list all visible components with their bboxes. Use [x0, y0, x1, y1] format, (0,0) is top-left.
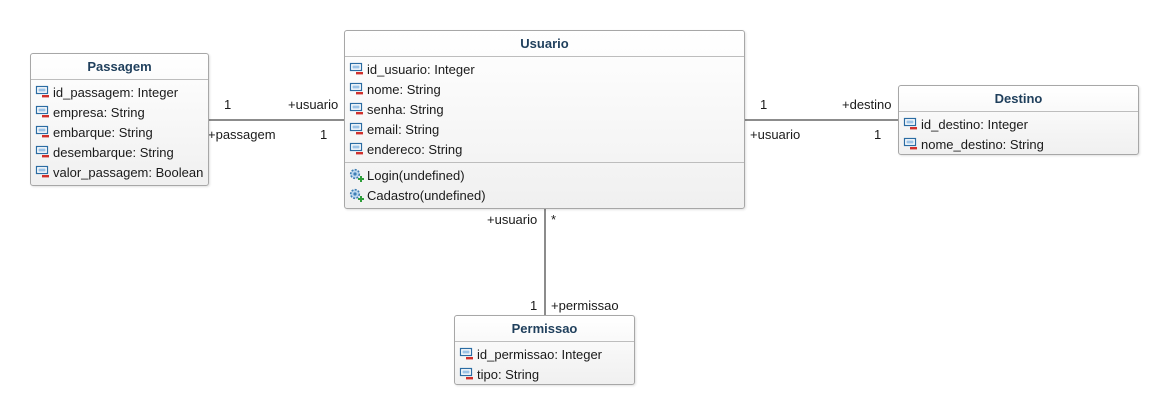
- class-box[interactable]: Usuario id_usuario: Integer nome: String s…: [344, 30, 745, 209]
- private-attribute-icon: [459, 347, 473, 360]
- operation-row[interactable]: Login(undefined): [345, 165, 744, 185]
- attribute-text: email: String: [367, 121, 440, 137]
- role-label: +usuario: [750, 127, 801, 142]
- class-box[interactable]: Permissao id_permissao: Integer tipo: Str…: [454, 315, 635, 385]
- attribute-text: id_passagem: Integer: [53, 84, 179, 100]
- attribute-text: embarque: String: [53, 124, 153, 140]
- private-attribute-icon: [459, 367, 473, 380]
- role-label: +destino: [842, 97, 892, 112]
- public-operation-icon: [349, 168, 364, 182]
- class-name: Destino: [899, 86, 1138, 112]
- attribute-text: empresa: String: [53, 104, 145, 120]
- attributes-compartment: id_destino: Integer nome_destino: String: [899, 112, 1138, 157]
- private-attribute-icon: [35, 105, 49, 118]
- attribute-text: endereco: String: [367, 141, 463, 157]
- attribute-text: nome: String: [367, 81, 441, 97]
- attribute-text: desembarque: String: [53, 144, 174, 160]
- attribute-row[interactable]: nome_destino: String: [899, 134, 1138, 154]
- class-name: Usuario: [345, 31, 744, 57]
- multiplicity-label: 1: [530, 298, 538, 313]
- role-label: +usuario: [487, 212, 538, 227]
- attribute-text: id_destino: Integer: [921, 116, 1028, 132]
- private-attribute-icon: [349, 62, 363, 75]
- private-attribute-icon: [349, 142, 363, 155]
- role-label: +permissao: [551, 298, 619, 313]
- attribute-row[interactable]: senha: String: [345, 99, 744, 119]
- private-attribute-icon: [349, 122, 363, 135]
- attribute-text: id_permissao: Integer: [477, 346, 603, 362]
- operation-row[interactable]: Cadastro(undefined): [345, 185, 744, 205]
- attribute-row[interactable]: id_passagem: Integer: [31, 82, 208, 102]
- role-label: +passagem: [208, 127, 276, 142]
- private-attribute-icon: [35, 165, 49, 178]
- attribute-text: id_usuario: Integer: [367, 61, 475, 77]
- private-attribute-icon: [903, 137, 917, 150]
- attribute-text: valor_passagem: Boolean: [53, 164, 204, 180]
- attribute-row[interactable]: embarque: String: [31, 122, 208, 142]
- private-attribute-icon: [903, 117, 917, 130]
- attribute-row[interactable]: nome: String: [345, 79, 744, 99]
- private-attribute-icon: [35, 125, 49, 138]
- attribute-text: tipo: String: [477, 366, 540, 382]
- private-attribute-icon: [349, 102, 363, 115]
- attribute-text: nome_destino: String: [921, 136, 1044, 152]
- attribute-text: senha: String: [367, 101, 444, 117]
- public-operation-icon: [349, 188, 364, 202]
- private-attribute-icon: [349, 82, 363, 95]
- attributes-compartment: id_passagem: Integer empresa: String embar…: [31, 80, 208, 185]
- attributes-compartment: id_permissao: Integer tipo: String: [455, 342, 634, 387]
- operations-compartment: Login(undefined) Cadastro(undefined): [345, 163, 744, 208]
- private-attribute-icon: [35, 145, 49, 158]
- attribute-row[interactable]: empresa: String: [31, 102, 208, 122]
- class-box[interactable]: Passagem id_passagem: Integer empresa: St…: [30, 53, 209, 186]
- attribute-row[interactable]: desembarque: String: [31, 142, 208, 162]
- role-label: +usuario: [288, 97, 339, 112]
- attribute-row[interactable]: email: String: [345, 119, 744, 139]
- multiplicity-label: 1: [224, 97, 232, 112]
- multiplicity-label: 1: [320, 127, 328, 142]
- attribute-row[interactable]: id_destino: Integer: [899, 114, 1138, 134]
- multiplicity-label: *: [551, 212, 557, 227]
- multiplicity-label: 1: [874, 127, 882, 142]
- attribute-row[interactable]: endereco: String: [345, 139, 744, 159]
- operation-text: Login(undefined): [367, 167, 465, 183]
- class-box[interactable]: Destino id_destino: Integer nome_destino:…: [898, 85, 1139, 155]
- operation-text: Cadastro(undefined): [367, 187, 486, 203]
- private-attribute-icon: [35, 85, 49, 98]
- class-name: Permissao: [455, 316, 634, 342]
- multiplicity-label: 1: [760, 97, 768, 112]
- attribute-row[interactable]: id_permissao: Integer: [455, 344, 634, 364]
- class-name: Passagem: [31, 54, 208, 80]
- attribute-row[interactable]: valor_passagem: Boolean: [31, 162, 208, 182]
- attributes-compartment: id_usuario: Integer nome: String senha: St…: [345, 57, 744, 163]
- attribute-row[interactable]: id_usuario: Integer: [345, 59, 744, 79]
- attribute-row[interactable]: tipo: String: [455, 364, 634, 384]
